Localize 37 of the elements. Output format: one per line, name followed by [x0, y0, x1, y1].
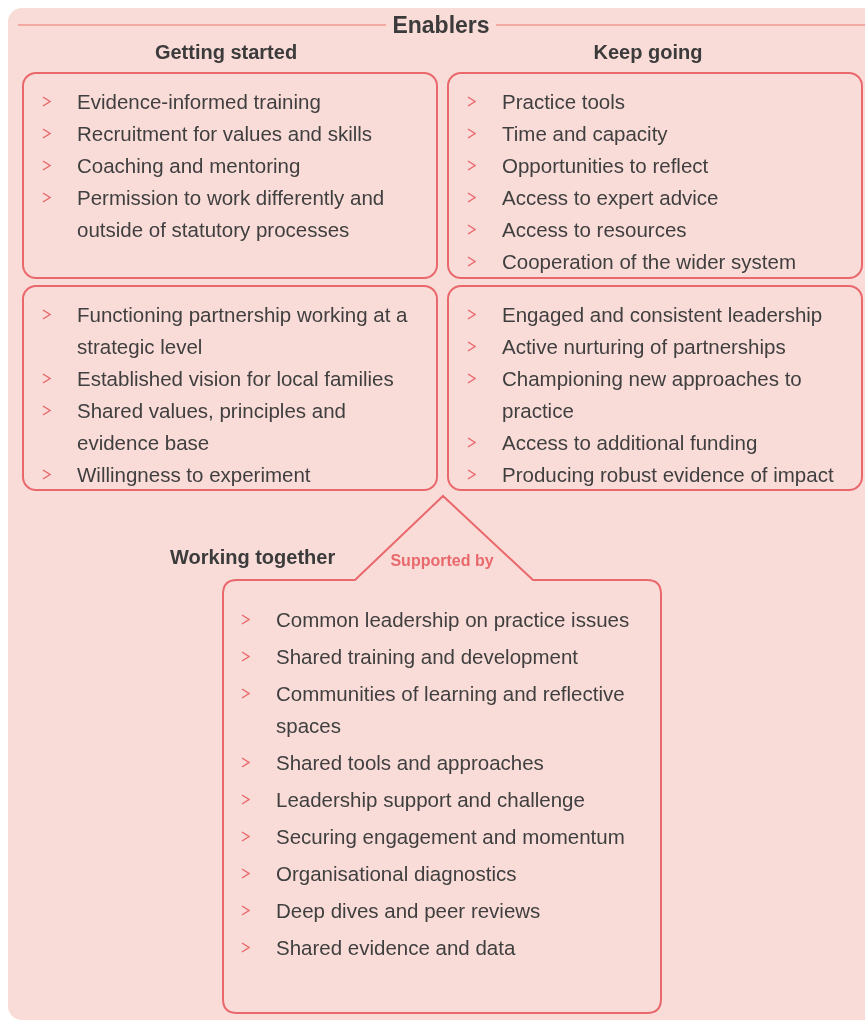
list-item: Coaching and mentoring: [77, 153, 301, 179]
list-box: [22, 72, 438, 279]
list-item: Access to expert advice: [502, 185, 719, 211]
list-item: Evidence-informed training: [77, 89, 321, 115]
list-item: Established vision for local families: [77, 366, 394, 392]
list-item: Common leadership on practice issues: [276, 607, 630, 633]
list-item: Shared tools and approaches: [276, 750, 544, 776]
section-heading: Working together: [170, 545, 336, 570]
list-box: [22, 285, 438, 491]
list-box: [447, 72, 863, 279]
list-item: Communities of learning and reflective spaces: [276, 681, 626, 739]
list-item: Recruitment for values and skills: [77, 121, 373, 147]
list-item: Practice tools: [502, 89, 626, 115]
section-heading: Getting started: [154, 40, 298, 65]
list-item: Willingness to experiment: [77, 462, 311, 488]
list-item: Deep dives and peer reviews: [276, 898, 541, 924]
list-box: [447, 285, 863, 491]
list-item: Shared values, principles and evidence base: [77, 398, 347, 456]
list-item: Permission to work differently and outside of statutory processes: [77, 185, 386, 243]
list-item: Producing robust evidence of impact: [502, 462, 834, 488]
section-heading: Keep going: [593, 40, 703, 65]
title: Enablers: [391, 12, 491, 38]
list-item: Active nurturing of partnerships: [502, 334, 786, 360]
list-item: Leadership support and challenge: [276, 787, 585, 813]
list-item: Cooperation of the wider system: [502, 249, 796, 275]
list-item: Access to resources: [502, 217, 687, 243]
list-item: Access to additional funding: [502, 430, 758, 456]
list-item: Organisational diagnostics: [276, 861, 517, 887]
list-item: Engaged and consistent leadership: [502, 302, 823, 328]
list-item: Shared evidence and data: [276, 935, 516, 961]
list-item: Securing engagement and momentum: [276, 824, 625, 850]
list-item: Championing new approaches to practice: [502, 366, 803, 424]
list-item: Time and capacity: [502, 121, 668, 147]
list-item: Opportunities to reflect: [502, 153, 709, 179]
list-item: Shared training and development: [276, 644, 578, 670]
box-label: Supported by: [390, 552, 494, 570]
list-item: Functioning partnership working at a strategic level: [77, 302, 409, 360]
